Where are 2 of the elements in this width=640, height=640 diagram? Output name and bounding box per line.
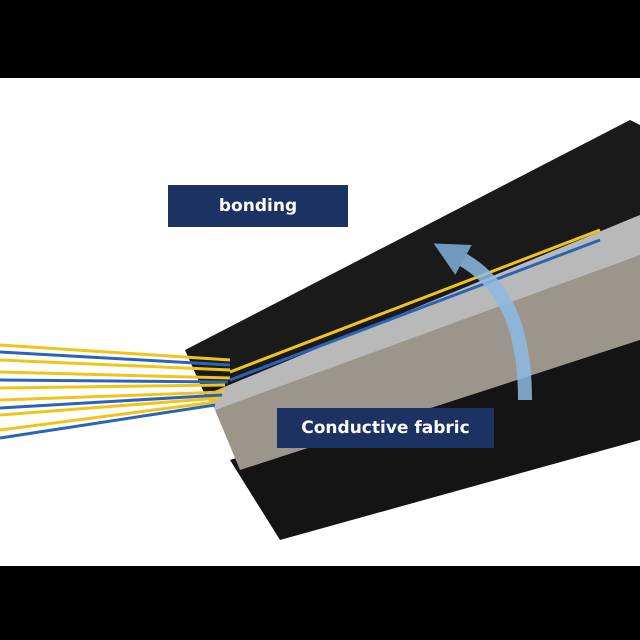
callout-label: Conductive fabric <box>277 408 494 448</box>
callout-label: bonding <box>168 185 348 227</box>
